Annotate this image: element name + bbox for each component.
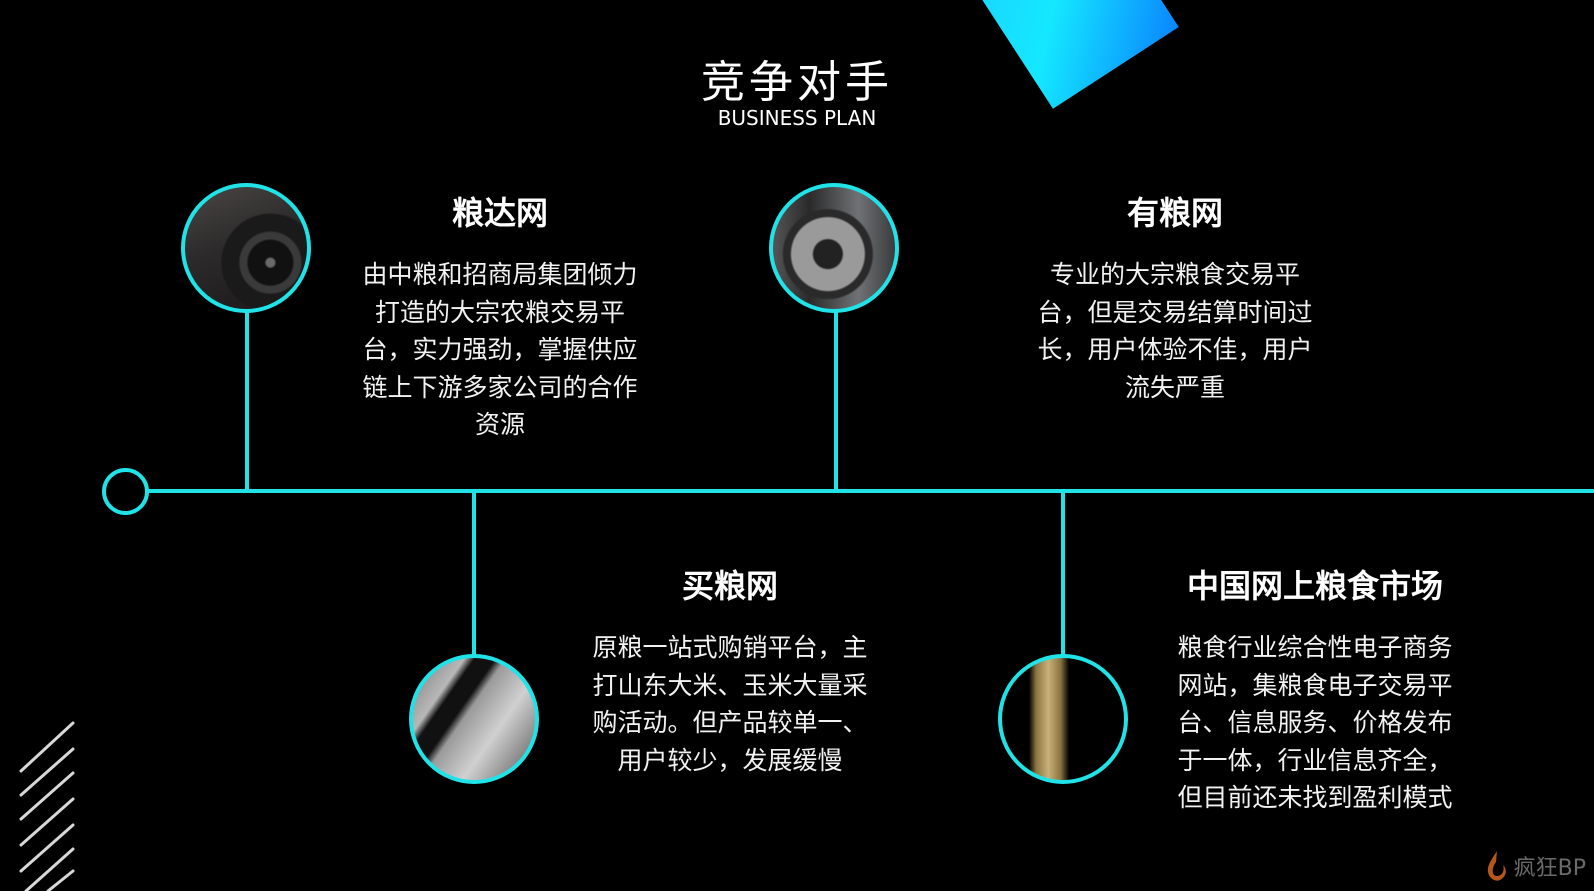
connector-line-2 [834, 312, 838, 491]
timeline-main-line [148, 489, 1594, 493]
description-line: 链上下游多家公司的合作 [362, 372, 638, 402]
description-line: 台、信息服务、价格发布 [1177, 708, 1453, 737]
description-line: 于一体，行业信息齐全， [1177, 745, 1453, 775]
description-line: 网站，集粮食电子交易平 [1177, 670, 1453, 700]
competitor-description: 原粮一站式购销平台，主 打山东大米、玉米大量采 购活动。但产品较单一、 用户较少… [570, 629, 890, 779]
competitor-name: 粮达网 [451, 194, 548, 232]
competitor-card-4: 中国网上粮食市场 粮食行业综合性电子商务 网站，集粮食电子交易平 台、信息服务、… [1150, 561, 1480, 817]
shock-absorber-photo [998, 654, 1128, 784]
description-line: 打造的大宗农粮交易平 [374, 297, 625, 327]
description-line: 用户较少，发展缓慢 [617, 745, 843, 775]
timeline-start-circle [102, 468, 149, 515]
competitor-card-1: 粮达网 由中粮和招商局集团倾力 打造的大宗农粮交易平 台，实力强劲，掌握供应 链… [340, 188, 660, 444]
page-subtitle: BUSINESS PLAN [717, 106, 877, 130]
description-line: 台，实力强劲，掌握供应 [362, 335, 638, 364]
description-line: 流失严重 [1124, 372, 1225, 402]
car-body-photo [409, 654, 539, 784]
competitor-name: 中国网上粮食市场 [1186, 567, 1443, 605]
competitor-name: 有粮网 [1126, 194, 1223, 232]
description-line: 购活动。但产品较单一、 [592, 708, 868, 737]
competitor-description: 专业的大宗粮食交易平 台，但是交易结算时间过 长，用户体验不佳，用户 流失严重 [1015, 256, 1335, 406]
description-line: 专业的大宗粮食交易平 [1049, 260, 1300, 289]
description-line: 资源 [474, 410, 525, 439]
connector-line-1 [245, 312, 249, 491]
competitor-description: 由中粮和招商局集团倾力 打造的大宗农粮交易平 台，实力强劲，掌握供应 链上下游多… [340, 256, 660, 444]
watermark-logo: 疯狂BP [1484, 849, 1586, 883]
car-wheel-photo [181, 183, 311, 313]
description-line: 粮食行业综合性电子商务 [1177, 633, 1453, 662]
description-line: 长，用户体验不佳，用户 [1037, 335, 1313, 364]
description-line: 台，但是交易结算时间过 [1037, 297, 1313, 327]
flame-drop-icon [1487, 851, 1506, 881]
competitor-description: 粮食行业综合性电子商务 网站，集粮食电子交易平 台、信息服务、价格发布 于一体，… [1150, 629, 1480, 817]
diagonal-hatch-decoration [19, 721, 75, 891]
page-title: 竞争对手 [701, 57, 893, 108]
competitor-card-3: 买粮网 原粮一站式购销平台，主 打山东大米、玉米大量采 购活动。但产品较单一、 … [570, 561, 890, 779]
connector-line-3 [472, 491, 476, 656]
brake-disc-photo [769, 183, 899, 313]
connector-line-4 [1061, 491, 1065, 656]
description-line: 打山东大米、玉米大量采 [592, 670, 868, 700]
description-line: 原粮一站式购销平台，主 [592, 633, 868, 662]
description-line: 由中粮和招商局集团倾力 [362, 260, 638, 289]
competitor-card-2: 有粮网 专业的大宗粮食交易平 台，但是交易结算时间过 长，用户体验不佳，用户 流… [1015, 188, 1335, 406]
competitor-name: 买粮网 [681, 567, 778, 605]
watermark-text: 疯狂BP [1513, 856, 1586, 881]
description-line: 但目前还未找到盈利模式 [1177, 783, 1453, 812]
